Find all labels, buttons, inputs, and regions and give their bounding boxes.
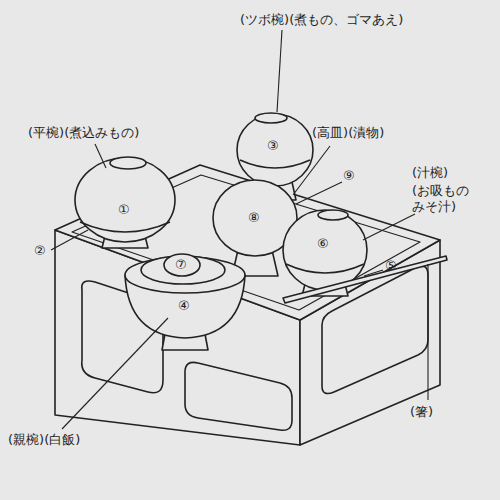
lid-knob	[255, 113, 287, 123]
tray-front-face	[55, 230, 300, 445]
lid-knob	[164, 254, 200, 276]
callout-number: ⑤	[385, 258, 397, 274]
callout-number: ②	[34, 243, 46, 259]
lid-seam	[240, 160, 310, 168]
lid-knob	[318, 210, 348, 220]
leader-line	[62, 318, 168, 429]
lid-seam	[80, 222, 170, 232]
part-label: (ツボ椀)(煮もの、ゴマあえ)	[240, 12, 403, 28]
leader-line	[51, 230, 88, 250]
leader-line	[363, 214, 415, 240]
leader-line	[427, 264, 428, 400]
callout-number: ③	[267, 138, 279, 154]
part-label: (平椀)(煮込みもの)	[28, 125, 139, 141]
hira-bowl	[75, 158, 175, 242]
part-label: (お吸もの みそ汁)	[412, 183, 486, 214]
leader-line	[364, 270, 383, 276]
lid-seam	[286, 264, 364, 273]
callout-number: ⑨	[343, 168, 355, 184]
chopsticks	[283, 256, 447, 303]
callout-number: ⑥	[317, 236, 329, 252]
part-label: (高皿)(漬物)	[312, 125, 384, 141]
tsubo-bowl	[237, 114, 313, 186]
part-label: (親椀)(白飯)	[8, 432, 80, 448]
tray-cutout	[185, 362, 292, 430]
leader-line	[277, 30, 282, 112]
shiru-bowl	[283, 210, 367, 290]
callout-number: ④	[178, 298, 190, 314]
callout-number: ①	[118, 202, 130, 218]
leader-line	[296, 182, 342, 204]
callout-number: ⑦	[175, 257, 187, 273]
inner-lid	[141, 256, 225, 284]
part-label: (箸)	[410, 404, 433, 420]
lid-knob	[110, 157, 146, 169]
leader-line	[293, 146, 330, 195]
part-label: (汁椀)	[412, 165, 448, 181]
callout-number: ⑧	[248, 210, 260, 226]
leader-line	[95, 144, 106, 168]
